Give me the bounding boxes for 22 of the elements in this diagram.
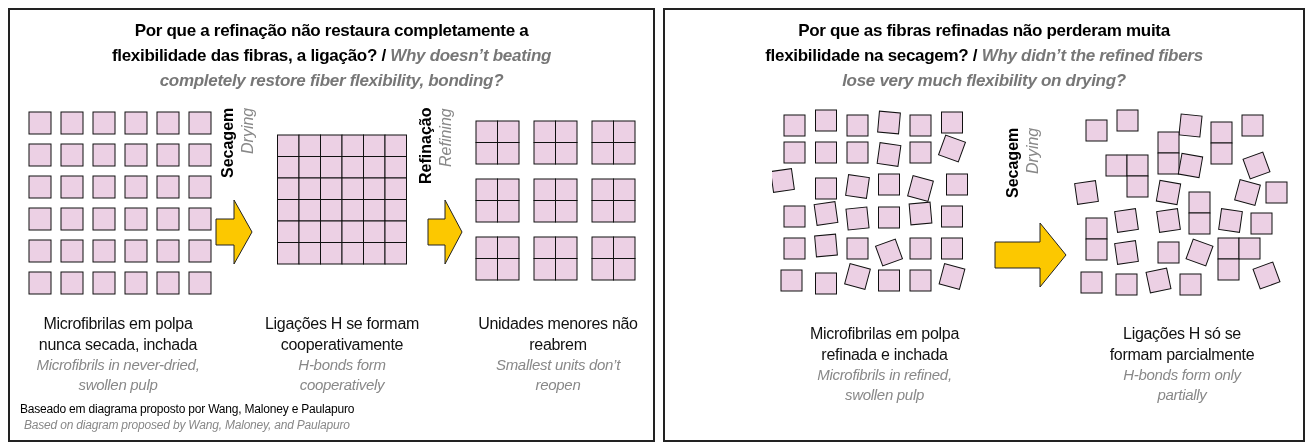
node-label: Unidades menores não reabrem [477,314,639,355]
node-label-translation: H-bonds form only partially [1122,365,1243,405]
edge-label: Secagem Drying [1003,128,1042,201]
block-arrow [427,199,463,265]
panel [8,8,655,442]
panel [663,8,1305,442]
node-label-translation: Microfibrils in never-dried, swollen pulp [35,355,201,395]
node-label: Microfibrilas em polpa refinada e inchada [809,324,961,365]
edge-label: Secagem Drying [218,108,257,181]
source-note: Baseado em diagrama proposto por Wang, Maloney e Paulapuro [20,402,355,416]
block-arrow [215,199,253,265]
node-label: Ligações H só se formam parcialmente [1108,324,1256,365]
node-label-translation: Smallest units don’t reopen [494,355,622,395]
source-note-translation: Based on diagram proposed by Wang, Maloney, and Paulapuro [24,418,350,432]
panel-title: Por que as fibras refinadas não perderam muita flexibilidade na secagem? / Why didn’t the refined fibers lose very much flexibility on drying? [765,20,1203,92]
panel-title: Por que a refinação não restaura completamente a flexibilidade das fibras, a ligação? / Why doesn’t beating completely restore fiber flexibility, bonding? [110,20,553,92]
edge-label: Refinação Refining [416,108,455,187]
node-label: Microfibrilas em polpa nunca secada, inchada [37,314,199,355]
node-label: Ligações H se formam cooperativamente [263,314,421,355]
block-arrow [994,222,1067,288]
node-label-translation: H-bonds form cooperatively [297,355,387,395]
node-label-translation: Microfibrils in refined, swollen pulp [816,365,953,405]
